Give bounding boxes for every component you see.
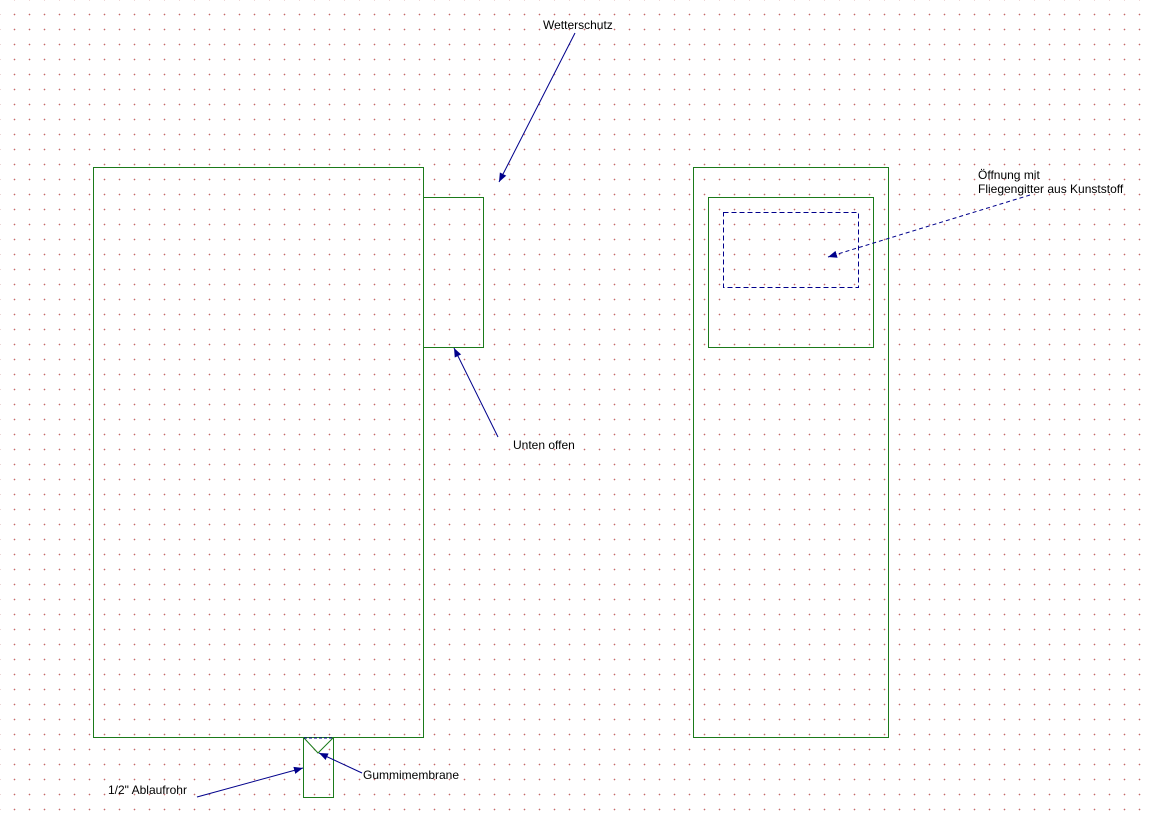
- arrow-ablaufrohr: [196, 766, 304, 798]
- side-view-housing[interactable]: [93, 167, 424, 738]
- front-view-housing[interactable]: [693, 167, 889, 738]
- arrow-wetterschutz: [498, 32, 576, 183]
- label-wetterschutz[interactable]: Wetterschutz: [543, 18, 613, 32]
- mesh-opening[interactable]: [723, 212, 859, 288]
- front-view-panel[interactable]: [708, 197, 874, 348]
- arrow-unten-offen: [453, 347, 499, 438]
- label-ablaufrohr[interactable]: 1/2" Ablaufrohr: [108, 783, 187, 797]
- rubber-membrane[interactable]: [303, 737, 334, 754]
- drain-pipe[interactable]: [303, 737, 334, 798]
- arrow-oeffnung: [827, 194, 1031, 258]
- weather-shield-box[interactable]: [423, 197, 484, 348]
- label-oeffnung-line2[interactable]: Fliegengitter aus Kunststoff: [978, 182, 1124, 196]
- label-gummimembrane[interactable]: Gummimembrane: [363, 768, 460, 782]
- label-oeffnung-line1[interactable]: Öffnung mit: [978, 168, 1040, 182]
- label-unten-offen[interactable]: Unten offen: [513, 438, 575, 452]
- arrow-gummimembrane: [318, 752, 363, 774]
